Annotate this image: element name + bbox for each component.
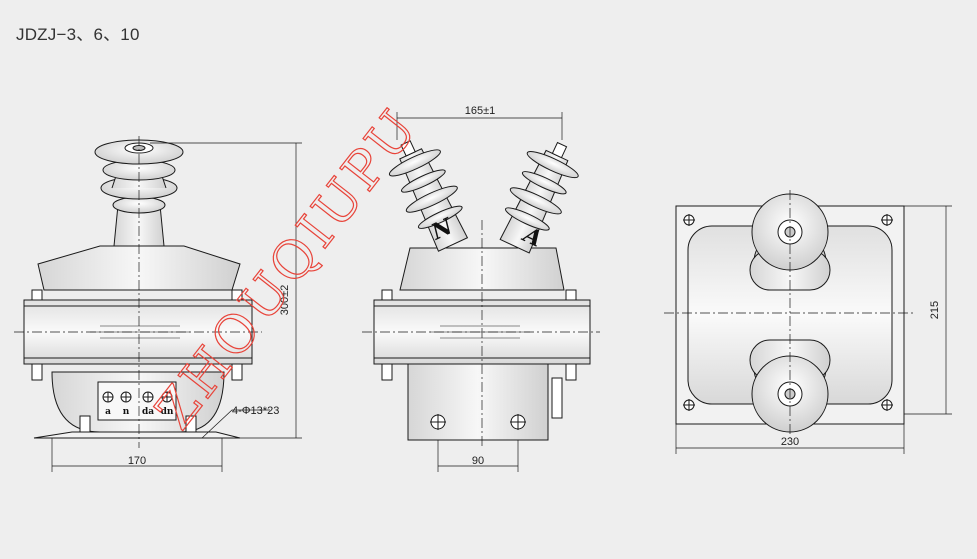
terminal-screws [102,391,173,403]
right-bushing [499,141,579,254]
side-view [362,112,600,472]
terminal-label-da: da [142,407,154,417]
side-bottom-dim: 90 [472,455,484,467]
front-height-dim: 300±2 [279,285,291,316]
mounting-hole-label: 4-Φ13*23 [232,405,279,417]
page-title: JDZJ−3、6、10 [16,25,140,44]
top-view [664,190,952,454]
side-lower-box [407,363,549,441]
terminal-label-a: a [105,407,111,417]
top-height-dim: 215 [929,301,941,319]
front-view [14,136,302,472]
side-top-dim: 165±1 [465,105,496,117]
front-width-dim: 170 [128,455,146,467]
top-width-dim: 230 [781,436,799,448]
front-base-plate [33,431,241,439]
left-bushing [388,140,469,252]
terminal-label-dn: dn [161,407,174,417]
terminal-label-n: n [123,407,130,417]
